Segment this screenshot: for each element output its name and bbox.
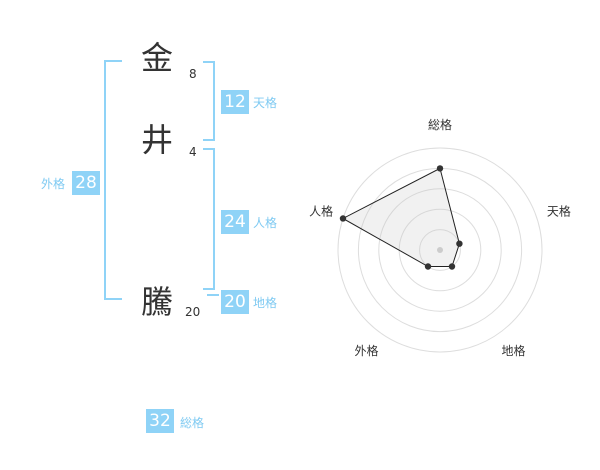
- gaikaku-bracket: [104, 60, 122, 300]
- tenkaku-label: 天格: [253, 96, 278, 110]
- jinkaku-label: 人格: [253, 216, 278, 230]
- radar-point-1: [436, 165, 444, 172]
- radar-point-4: [424, 263, 432, 270]
- name-char-1: 金: [141, 39, 174, 77]
- soukaku-label: 総格: [180, 416, 205, 430]
- chikaku-label: 地格: [253, 296, 278, 310]
- stroke-count-1: 8: [189, 67, 197, 81]
- jinkaku-value: 24: [221, 210, 249, 234]
- jinkaku-bracket: [203, 148, 215, 290]
- chikaku-value: 20: [221, 290, 249, 314]
- name-char-3: 騰: [141, 283, 174, 321]
- radar-axis-label-3: 地格: [501, 343, 525, 358]
- soukaku-value: 32: [146, 409, 174, 433]
- radar-point-3: [448, 263, 456, 270]
- chikaku-connector: [207, 294, 219, 296]
- radar-axis-label-2: 天格: [547, 203, 571, 218]
- tenkaku-value: 12: [221, 90, 249, 114]
- radar-axis-label-5: 人格: [309, 203, 333, 218]
- stroke-count-2: 4: [189, 145, 197, 159]
- radar-ring-1: [419, 229, 461, 271]
- radar-center-dot: [437, 247, 443, 253]
- radar-axis-label-1: 総格: [428, 117, 452, 132]
- radar-series-area: [341, 167, 460, 268]
- radar-point-5: [339, 215, 347, 222]
- stroke-count-3: 20: [185, 305, 201, 319]
- tenkaku-bracket: [203, 61, 215, 141]
- radar-ring-3: [378, 188, 502, 312]
- radar-point-2: [456, 240, 463, 247]
- name-char-2: 井: [141, 121, 174, 159]
- radar-ring-5: [337, 147, 543, 353]
- gaikaku-label: 外格: [41, 177, 66, 191]
- radar-axis-label-4: 外格: [355, 343, 379, 358]
- gaikaku-value: 28: [72, 171, 100, 195]
